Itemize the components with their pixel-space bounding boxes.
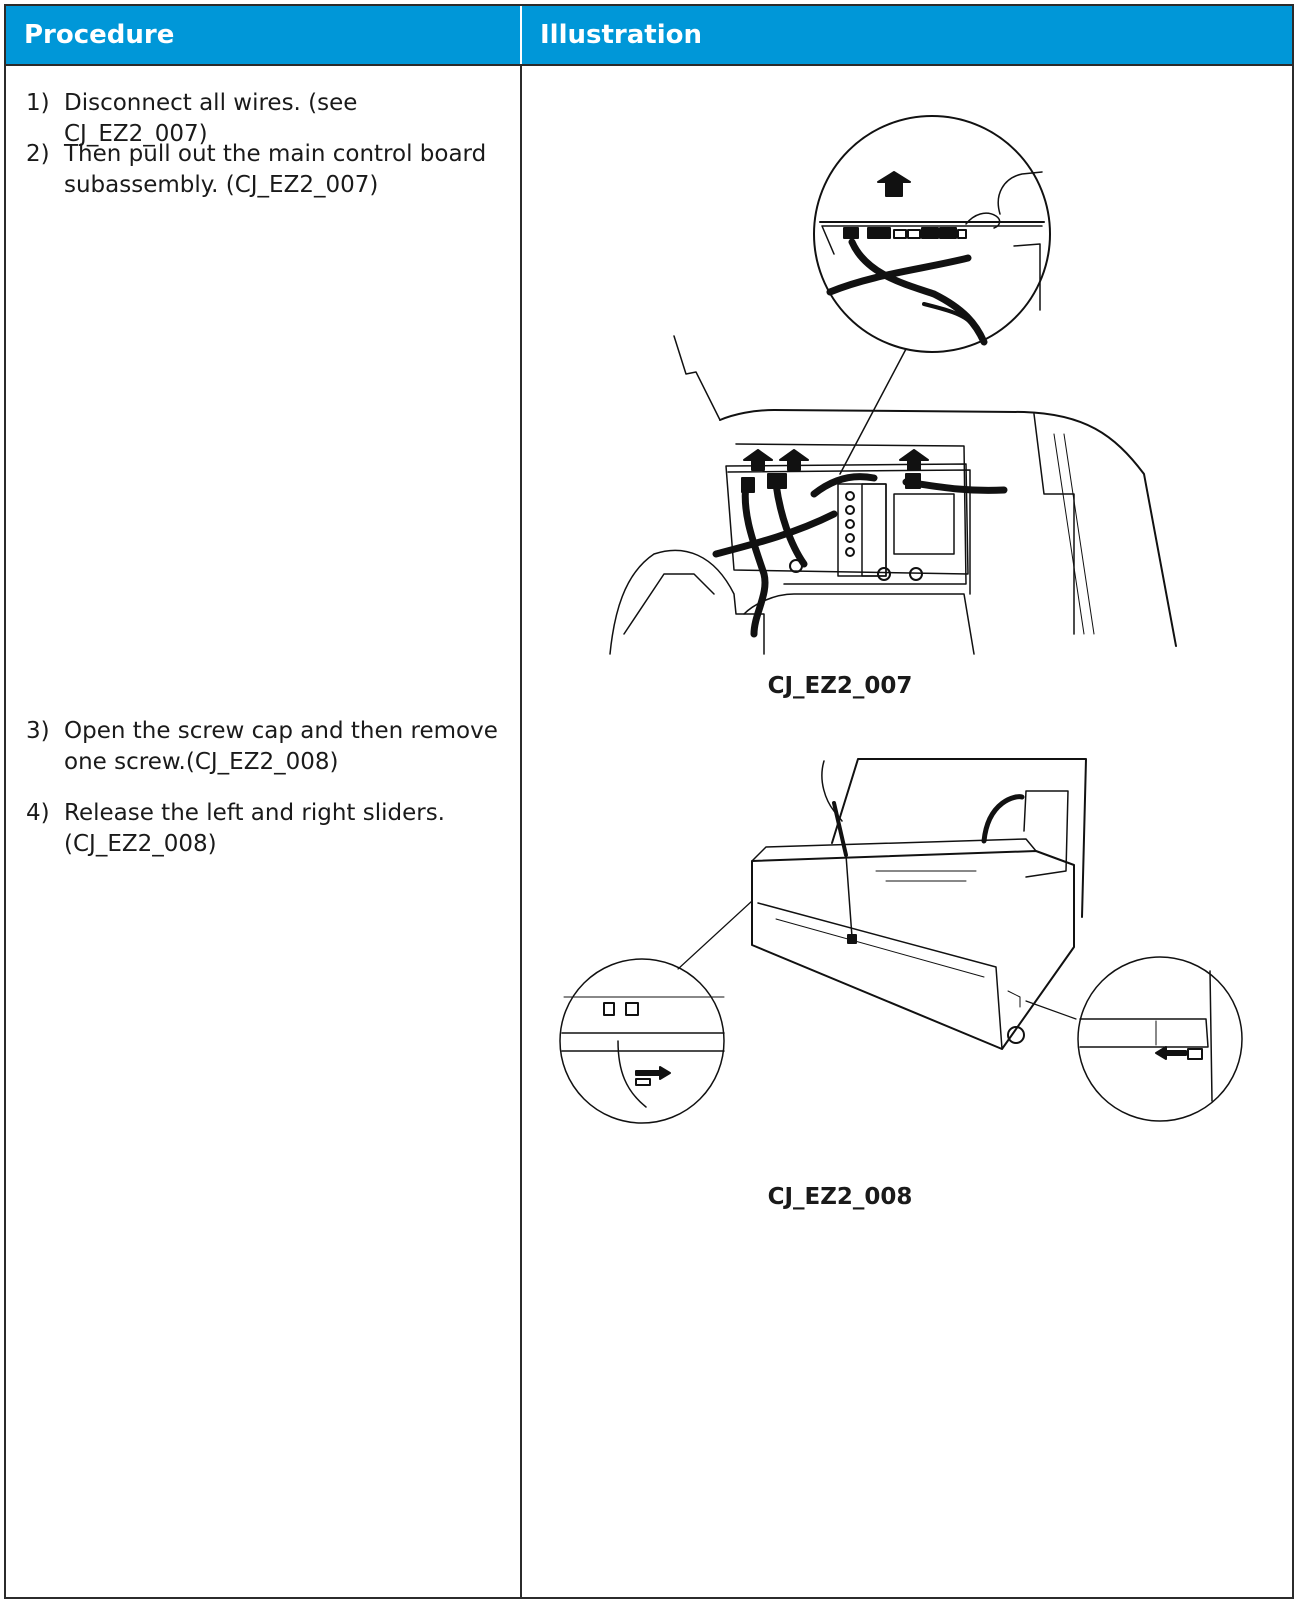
step-2-number: 2) [26,141,50,167]
figure-caption-1: CJ_EZ2_007 [767,673,913,699]
step-4-text: Release the left and right sliders. (CJ_… [64,800,445,857]
table-header: Procedure Illustration [6,6,1292,66]
step-2: 2) Then pull out the main control board … [26,139,506,201]
step-4-number: 4) [26,800,50,826]
step-3-text: Open the screw cap and then remove one s… [64,718,498,775]
figure-main-board-illustration [609,115,1177,655]
step-4: 4) Release the left and right sliders. (… [26,798,506,860]
figure-caption-2: CJ_EZ2_008 [767,1184,913,1210]
header-illustration: Illustration [520,6,1292,64]
column-divider [520,64,522,1597]
procedure-table: Procedure Illustration 1) Disconnect all… [4,4,1294,1599]
step-3: 3) Open the screw cap and then remove on… [26,716,506,778]
figure-printer-sliders-illustration [559,758,1243,1124]
step-1: 1) Disconnect all wires. (see CJ_EZ2_007… [26,88,506,150]
header-procedure: Procedure [24,20,175,50]
step-1-number: 1) [26,90,50,116]
step-1-text: Disconnect all wires. (see CJ_EZ2_007) [64,90,358,147]
step-2-text: Then pull out the main control board sub… [64,141,487,198]
step-3-number: 3) [26,718,50,744]
